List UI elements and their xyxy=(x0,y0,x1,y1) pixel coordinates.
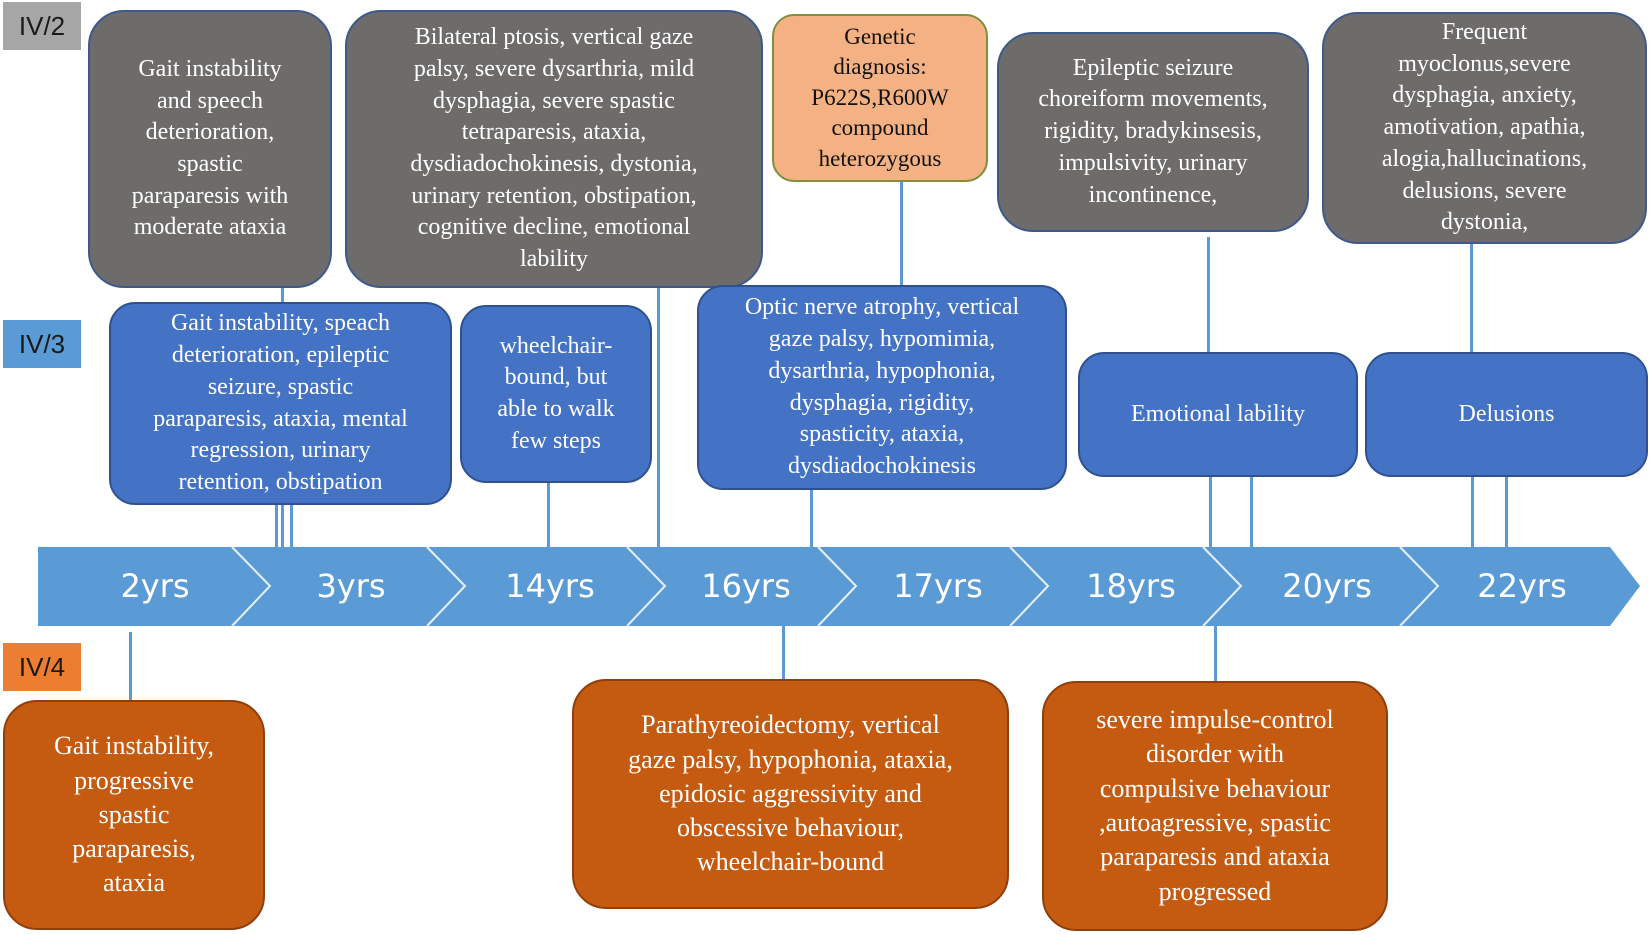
connector-iv3-14yrs xyxy=(547,483,550,547)
connector-iv3-3yrs-a xyxy=(275,505,278,547)
iv2-event-18yrs-text: Epileptic seizure choreiform movements, … xyxy=(1038,54,1268,208)
connector-iv4-16yrs xyxy=(782,626,785,679)
iv4-event-16yrs: Parathyreoidectomy, vertical gaze palsy,… xyxy=(572,679,1009,909)
iv3-event-16yrs: Optic nerve atrophy, vertical gaze palsy… xyxy=(697,285,1067,490)
genetic-diagnosis-text: Genetic diagnosis: P622S,R600W compound … xyxy=(811,24,949,171)
connector-iv3-3yrs-b xyxy=(290,505,293,547)
iv3-event-18yrs: Emotional lability xyxy=(1078,352,1358,477)
age-label-3yrs: 3yrs xyxy=(316,567,386,605)
connector-iv3-16yrs xyxy=(810,490,813,547)
iv3-event-14yrs: wheelchair- bound, but able to walk few … xyxy=(460,305,652,483)
timeline-segment-dividers xyxy=(231,546,1440,627)
patient-label-iv3: IV/3 xyxy=(3,320,81,368)
connector-genetic xyxy=(900,182,903,287)
connector-iv3-18yrs-b xyxy=(1250,471,1253,547)
connector-iv2-18yrs xyxy=(1207,237,1210,352)
iv3-event-3yrs-text: Gait instability, speach deterioration, … xyxy=(153,310,408,495)
patient-label-iv4: IV/4 xyxy=(3,643,81,691)
iv4-event-18yrs: severe impulse-control disorder with com… xyxy=(1042,681,1388,931)
iv2-event-14yrs: Bilateral ptosis, vertical gaze palsy, s… xyxy=(345,10,763,288)
connector-iv3-18yrs-a xyxy=(1209,477,1212,547)
genetic-diagnosis-box: Genetic diagnosis: P622S,R600W compound … xyxy=(772,14,988,182)
patient-label-iv2: IV/2 xyxy=(3,2,81,50)
age-label-17yrs: 17yrs xyxy=(893,567,983,605)
connector-iv4-2yrs xyxy=(129,632,132,705)
iv4-event-16yrs-text: Parathyreoidectomy, vertical gaze palsy,… xyxy=(628,710,953,877)
iv2-event-2yrs: Gait instability and speech deterioratio… xyxy=(88,10,332,288)
age-label-22yrs: 22yrs xyxy=(1477,567,1567,605)
timeline-arrow-body xyxy=(38,547,1640,626)
iv2-event-22yrs: Frequent myoclonus,severe dysphagia, anx… xyxy=(1322,12,1647,244)
iv3-event-22yrs-text: Delusions xyxy=(1458,400,1555,427)
connector-iv3-22yrs-a xyxy=(1471,477,1474,547)
age-label-16yrs: 16yrs xyxy=(701,567,791,605)
iv3-event-16yrs-text: Optic nerve atrophy, vertical gaze palsy… xyxy=(744,294,1020,479)
iv2-event-2yrs-text: Gait instability and speech deterioratio… xyxy=(131,55,289,241)
connector-iv2-22yrs xyxy=(1470,227,1473,352)
age-label-18yrs: 18yrs xyxy=(1086,567,1176,605)
connector-iv3-22yrs-b xyxy=(1505,477,1508,547)
age-label-2yrs: 2yrs xyxy=(120,567,190,605)
age-label-14yrs: 14yrs xyxy=(505,567,595,605)
age-label-20yrs: 20yrs xyxy=(1282,567,1372,605)
iv2-event-18yrs: Epileptic seizure choreiform movements, … xyxy=(997,32,1309,232)
iv2-event-14yrs-text: Bilateral ptosis, vertical gaze palsy, s… xyxy=(410,24,698,273)
iv4-event-2yrs-text: Gait instability, progressive spastic pa… xyxy=(53,731,215,898)
iv3-event-3yrs: Gait instability, speach deterioration, … xyxy=(109,302,452,505)
iv4-event-2yrs: Gait instability, progressive spastic pa… xyxy=(3,700,265,930)
connector-iv2-14yrs xyxy=(657,288,660,547)
iv4-event-18yrs-text: severe impulse-control disorder with com… xyxy=(1096,705,1334,906)
iv2-event-22yrs-text: Frequent myoclonus,severe dysphagia, anx… xyxy=(1381,19,1588,236)
iv3-event-18yrs-text: Emotional lability xyxy=(1131,400,1305,427)
iv3-event-14yrs-text: wheelchair- bound, but able to walk few … xyxy=(497,332,615,454)
connector-iv4-18yrs xyxy=(1214,626,1217,681)
iv3-event-22yrs: Delusions xyxy=(1365,352,1648,477)
